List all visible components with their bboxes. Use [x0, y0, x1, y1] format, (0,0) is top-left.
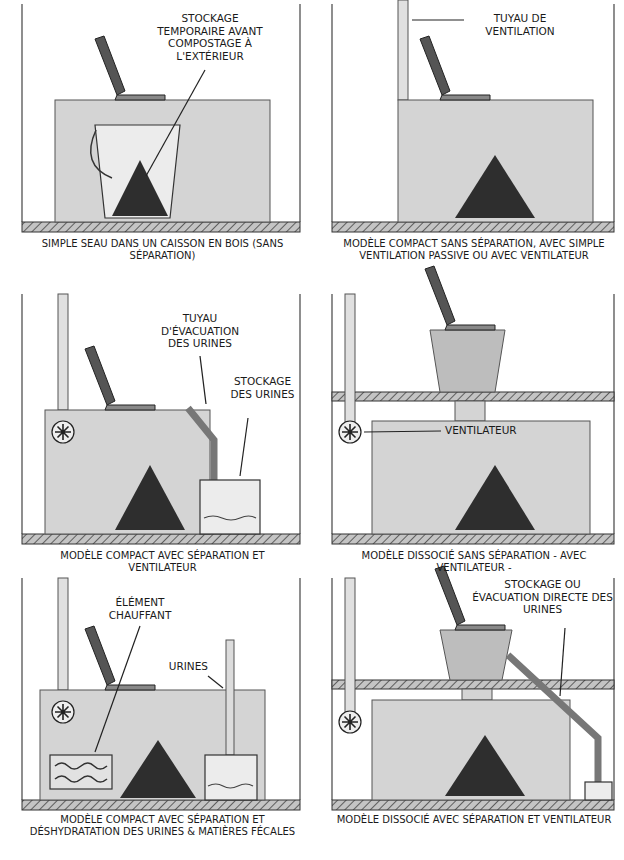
fan-symbol — [339, 421, 361, 443]
wall — [613, 4, 614, 222]
waste-pile — [455, 465, 535, 530]
fan-symbol — [52, 701, 74, 723]
waste-pile — [455, 155, 535, 218]
floor — [332, 222, 614, 232]
callout-label: STOCKAGE DES URINES — [225, 375, 300, 400]
panel-caption: MODÈLE COMPACT SANS SÉPARATION, AVEC SIM… — [335, 238, 613, 262]
vent-pipe — [345, 294, 355, 422]
wall — [299, 4, 300, 222]
toilet-bowl — [440, 630, 512, 680]
toilet-seat — [85, 346, 155, 410]
panel-caption: MODÈLE COMPACT AVEC SÉPARATION ET VENTIL… — [25, 550, 300, 574]
vent-pipe — [58, 294, 68, 410]
wall — [331, 4, 332, 222]
bucket-handle — [91, 130, 112, 178]
floor — [332, 800, 614, 810]
leader-line — [146, 70, 205, 176]
leader-line — [560, 628, 565, 696]
wall — [331, 294, 332, 534]
urine-tank — [585, 782, 612, 800]
waste-pile — [120, 740, 196, 798]
leader-line — [95, 626, 140, 752]
wall — [21, 4, 22, 222]
upper-floor — [332, 392, 614, 401]
urine-tank — [205, 755, 257, 800]
callout-label: VENTILATEUR — [445, 424, 555, 437]
floor — [22, 800, 300, 810]
callout-label: STOCKAGE OU ÉVACUATION DIRECTE DES URINE… — [470, 578, 615, 616]
panel-split-separation — [332, 566, 614, 810]
compost-box — [372, 700, 570, 800]
urine-tank — [200, 480, 260, 534]
fan-symbol — [339, 711, 361, 733]
floor — [22, 534, 300, 544]
urine-pipe — [226, 640, 234, 755]
panel-bucket — [22, 4, 300, 232]
wall — [613, 294, 614, 534]
chute — [462, 689, 492, 700]
leader-line — [240, 418, 248, 476]
leader-line — [412, 19, 464, 20]
leader-line — [364, 431, 441, 432]
waste-pile — [115, 465, 185, 530]
callout-label: URINES — [158, 660, 208, 673]
toilet-box — [398, 100, 593, 222]
panel-dehydration — [22, 578, 300, 810]
toilet-box — [45, 410, 210, 534]
urine-pipe — [188, 408, 214, 480]
upper-floor — [332, 680, 614, 689]
compost-box — [372, 421, 590, 534]
panel-split — [332, 266, 614, 544]
wall — [299, 578, 300, 800]
toilet-seat — [420, 36, 490, 100]
panel-caption: MODÈLE DISSOCIÉ SANS SÉPARATION - AVEC V… — [335, 550, 613, 574]
panel-caption: SIMPLE SEAU DANS UN CAISSON EN BOIS (SAN… — [25, 238, 300, 262]
vent-pipe — [398, 0, 408, 100]
toilet-seat — [95, 36, 165, 100]
callout-label: STOCKAGE TEMPORAIRE AVANT COMPOSTAGE À L… — [150, 12, 270, 62]
toilet-bowl — [430, 330, 505, 392]
wall — [299, 294, 300, 534]
waste-pile — [112, 160, 168, 216]
panel-caption: MODÈLE COMPACT AVEC SÉPARATION ET DÉSHYD… — [25, 814, 300, 838]
panel-caption: MODÈLE DISSOCIÉ AVEC SÉPARATION ET VENTI… — [335, 814, 613, 826]
callout-label: ÉLÉMENT CHAUFFANT — [100, 596, 180, 621]
wall — [21, 294, 22, 534]
vent-pipe — [345, 578, 355, 712]
urine-level — [204, 516, 256, 520]
floor — [332, 534, 614, 544]
floor — [22, 222, 300, 232]
toilet-seat — [425, 266, 495, 330]
heating-waves — [55, 763, 107, 782]
callout-label: TUYAU DE VENTILATION — [470, 12, 570, 37]
leader-line — [200, 356, 206, 404]
fan-symbol — [52, 421, 74, 443]
panel-compact — [332, 0, 614, 232]
panel-compact-separation — [22, 294, 300, 544]
waste-pile — [445, 735, 525, 796]
wall — [21, 578, 22, 800]
urine-pipe — [508, 655, 598, 782]
chute — [455, 401, 485, 421]
leader-line — [208, 676, 223, 688]
wooden-box — [55, 100, 270, 222]
urine-level — [208, 784, 253, 788]
vent-pipe — [58, 578, 68, 690]
callout-label: TUYAU D'ÉVACUATION DES URINES — [150, 312, 250, 350]
heating-element — [50, 755, 112, 789]
